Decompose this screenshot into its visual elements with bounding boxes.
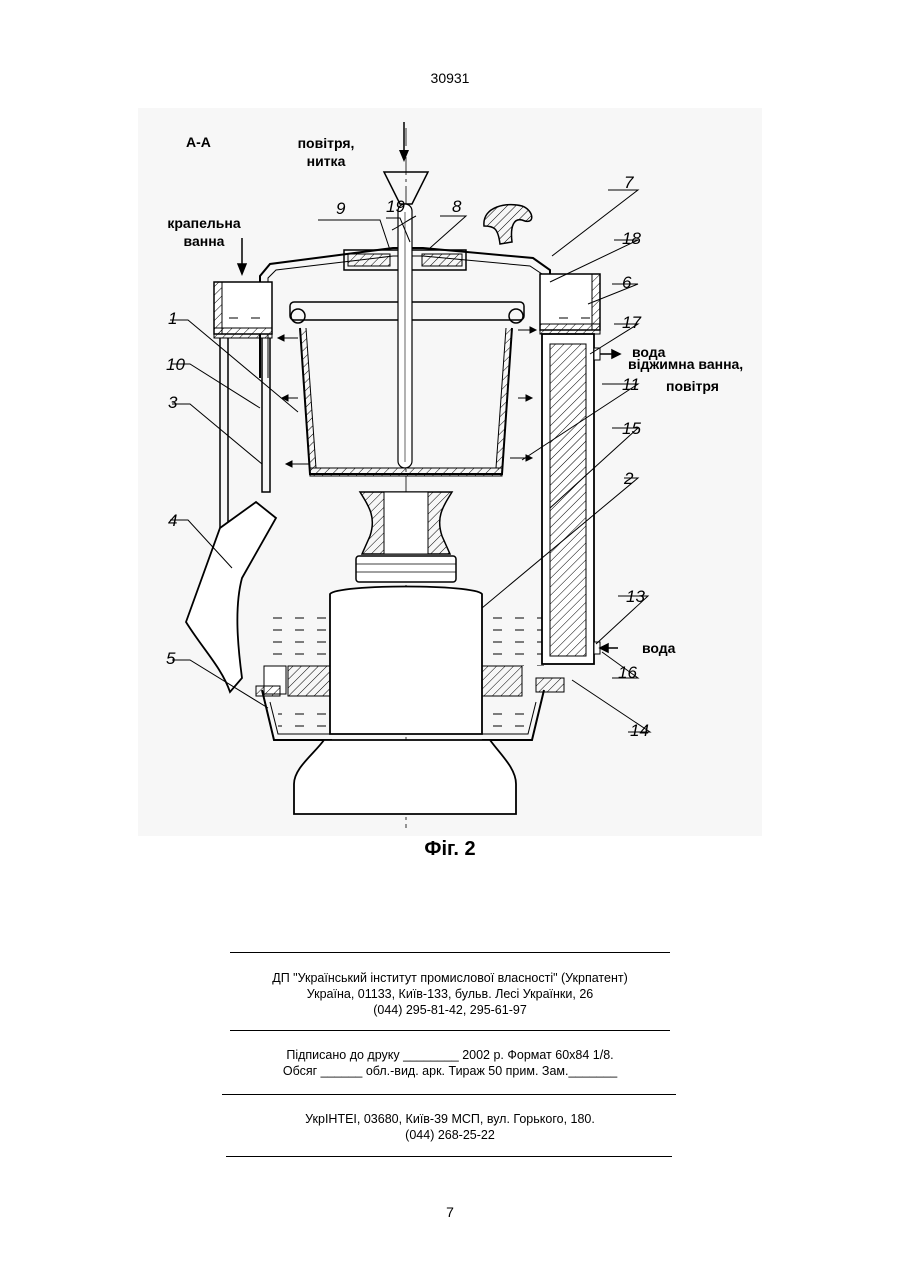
- part-number-9: 9: [336, 199, 346, 218]
- part-number-14: 14: [630, 721, 649, 740]
- figure-caption: Фіг. 2: [0, 838, 900, 861]
- part-number-6: 6: [622, 273, 632, 292]
- footer-publisher-line-1: УкрІНТЕІ, 03680, Київ-39 МСП, вул. Горьк…: [0, 1111, 900, 1127]
- footer-rule-3: [222, 1094, 676, 1095]
- section-label: А-А: [186, 134, 211, 150]
- part-number-3: 3: [168, 393, 178, 412]
- part-number-1: 1: [168, 309, 177, 328]
- footer-org-line-2: Україна, 01133, Київ-133, бульв. Лесі Ук…: [0, 986, 900, 1002]
- part-number-18: 18: [622, 229, 641, 248]
- label-water-in: вода: [642, 640, 675, 656]
- footer-print-line-2: Обсяг ______ обл.-вид. арк. Тираж 50 при…: [0, 1063, 900, 1079]
- footer-org-line-3: (044) 295-81-42, 295-61-97: [0, 1002, 900, 1018]
- part-number-15: 15: [622, 419, 641, 438]
- label-drip-bath-1: крапельна: [158, 214, 250, 232]
- part-number-8: 8: [452, 197, 462, 216]
- part-number-10: 10: [166, 355, 185, 374]
- footer-publisher-line-2: (044) 268-25-22: [0, 1127, 900, 1143]
- part-number-11: 11: [622, 375, 640, 394]
- part-number-5: 5: [166, 649, 176, 668]
- label-air: повітря: [666, 378, 719, 394]
- footer-org-line-1: ДП "Український інститут промислової вла…: [0, 970, 900, 986]
- part-number-16: 16: [618, 663, 637, 682]
- part-number-17: 17: [622, 313, 641, 332]
- part-number-7: 7: [624, 173, 634, 192]
- footer-rule-2: [230, 1030, 670, 1031]
- part-number-19: 19: [386, 197, 405, 216]
- footer-rule-1: [230, 952, 670, 953]
- label-air-thread-2: нитка: [286, 152, 366, 170]
- page-code: 30931: [0, 70, 900, 86]
- part-number-13: 13: [626, 587, 645, 606]
- part-number-2: 2: [623, 469, 634, 488]
- label-air-thread-1: повітря,: [286, 134, 366, 152]
- part-number-4: 4: [168, 511, 177, 530]
- footer-print-line-1: Підписано до друку ________ 2002 р. Форм…: [0, 1047, 900, 1063]
- footer-rule-4: [226, 1156, 672, 1157]
- label-drip-bath-2: ванна: [158, 232, 250, 250]
- label-squeeze-bath: віджимна ванна,: [628, 356, 743, 372]
- page-number: 7: [0, 1204, 900, 1220]
